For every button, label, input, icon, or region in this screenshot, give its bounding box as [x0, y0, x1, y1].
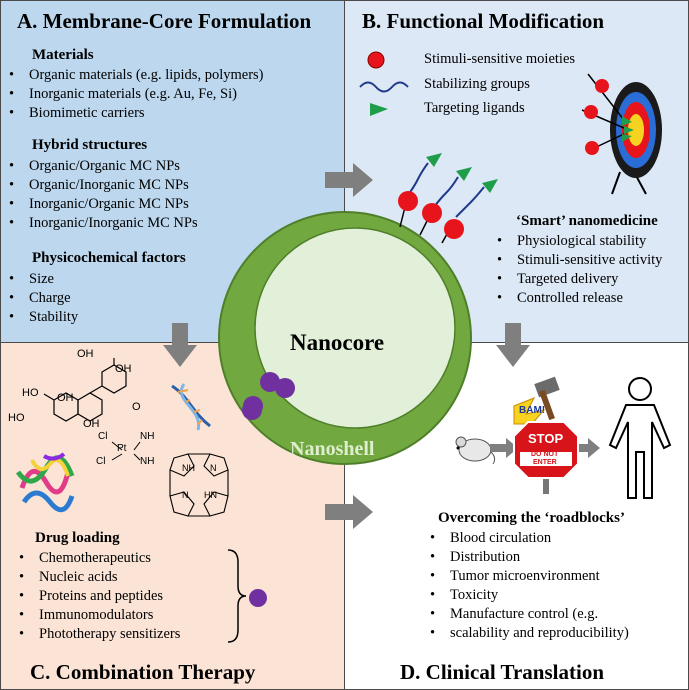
- molecule-label: Cl: [96, 456, 106, 467]
- list-item-continuation: scalability and reproducibility): [428, 624, 629, 643]
- legend-stabilizing-label: Stabilizing groups: [424, 76, 530, 92]
- nanocore-label: Nanocore: [290, 330, 385, 355]
- protein-ribbon-icon: [15, 452, 75, 513]
- list-item: Controlled release: [495, 289, 662, 308]
- drug-particle-icon: [275, 378, 295, 398]
- panel-b-title: B. Functional Modification: [362, 9, 605, 33]
- physico-list: Size Charge Stability: [7, 270, 78, 327]
- list-item: Stability: [7, 308, 78, 327]
- list-item: Inorganic/Organic MC NPs: [7, 195, 198, 214]
- nanoshell-label: Nanoshell: [290, 438, 375, 460]
- drug-loading-heading: Drug loading: [35, 530, 120, 546]
- continuation-text: scalability and reproducibility): [450, 625, 629, 641]
- molecule-label: HN: [204, 490, 217, 500]
- roadblock-stop-sign-icon: [513, 376, 579, 494]
- molecule-label: OH: [77, 348, 94, 360]
- molecule-label: NH: [182, 463, 195, 473]
- human-figure-icon: [608, 377, 672, 499]
- roadblocks-list: Blood circulation Distribution Tumor mic…: [428, 529, 629, 643]
- list-item: Size: [7, 270, 78, 289]
- molecule-label: HO: [8, 412, 25, 424]
- molecule-label: NH: [140, 431, 155, 442]
- molecule-label: N: [210, 463, 217, 473]
- list-item: Distribution: [428, 548, 629, 567]
- mouse-icon: [455, 436, 496, 465]
- list-item: Toxicity: [428, 586, 629, 605]
- physico-heading: Physicochemical factors: [32, 250, 186, 266]
- drug-particle-icon: [260, 372, 280, 392]
- arrow-a-to-c: [163, 323, 197, 367]
- list-item: Physiological stability: [495, 232, 662, 251]
- list-item: Proteins and peptides: [17, 587, 180, 606]
- list-item: Phototherapy sensitizers: [17, 625, 180, 644]
- list-item: Organic materials (e.g. lipids, polymers…: [7, 66, 264, 85]
- smart-list: Physiological stability Stimuli-sensitiv…: [495, 232, 662, 308]
- targeting-ligand-icon: [370, 103, 388, 116]
- flavonoid-molecule-icon: [43, 358, 127, 422]
- panel-c-title: C. Combination Therapy: [30, 660, 256, 684]
- list-item: Inorganic materials (e.g. Au, Fe, Si): [7, 85, 264, 104]
- list-item: Nucleic acids: [17, 568, 180, 587]
- list-item: Organic/Organic MC NPs: [7, 157, 198, 176]
- molecule-label: Pt: [117, 443, 127, 454]
- arrow-c-to-d: [325, 495, 373, 529]
- molecule-label: N: [182, 490, 189, 500]
- sign-bam: BAM!: [519, 405, 546, 416]
- nanoparticle-diagram: [218, 211, 472, 465]
- list-item: Blood circulation: [428, 529, 629, 548]
- drug-icon: [249, 589, 267, 607]
- materials-list: Organic materials (e.g. lipids, polymers…: [7, 66, 264, 123]
- arrow-to-human: [572, 438, 600, 458]
- modification-legend-icons: [359, 51, 409, 116]
- molecule-label: O: [132, 401, 141, 413]
- arrow-to-sign: [490, 438, 518, 458]
- molecule-label: NH: [140, 456, 155, 467]
- panel-a-title: A. Membrane-Core Formulation: [17, 9, 312, 33]
- surface-modifications-icon: [398, 153, 498, 244]
- drug-loading-brace: [227, 549, 267, 643]
- list-item: Chemotherapeutics: [17, 549, 180, 568]
- cisplatin-molecule-icon: [111, 441, 141, 461]
- list-item: Tumor microenvironment: [428, 567, 629, 586]
- molecule-label: OH: [83, 418, 100, 430]
- list-item: Stimuli-sensitive activity: [495, 251, 662, 270]
- molecule-label: Cl: [98, 431, 108, 442]
- dna-helix-icon: [171, 383, 211, 431]
- drug-loading-list: Chemotherapeutics Nucleic acids Proteins…: [17, 549, 180, 644]
- drug-particle-icon: [242, 400, 262, 420]
- arrow-a-to-b: [325, 163, 373, 197]
- smart-heading: ‘Smart’ nanomedicine: [516, 213, 658, 229]
- materials-heading: Materials: [32, 47, 94, 63]
- molecule-label: OH: [57, 392, 74, 404]
- list-item: Inorganic/Inorganic MC NPs: [7, 214, 198, 233]
- target-bullseye-icon: [581, 73, 662, 195]
- sign-stop: STOP: [528, 431, 564, 446]
- roadblocks-heading: Overcoming the ‘roadblocks’: [438, 510, 625, 526]
- sign-enter: ENTER: [533, 459, 557, 466]
- stimuli-moiety-icon: [367, 51, 385, 69]
- list-item: Targeted delivery: [495, 270, 662, 289]
- list-item: Biomimetic carriers: [7, 104, 264, 123]
- hybrid-list: Organic/Organic MC NPs Organic/Inorganic…: [7, 157, 198, 233]
- molecule-label: OH: [115, 363, 132, 375]
- nanocore-circle: [254, 227, 456, 429]
- list-item: Organic/Inorganic MC NPs: [7, 176, 198, 195]
- panel-d-title: D. Clinical Translation: [400, 660, 605, 684]
- arrow-b-to-d: [496, 323, 530, 367]
- list-item: Charge: [7, 289, 78, 308]
- hybrid-heading: Hybrid structures: [32, 137, 148, 153]
- list-item: Manufacture control (e.g.: [428, 605, 629, 624]
- legend-stimuli-label: Stimuli-sensitive moieties: [424, 51, 576, 67]
- stabilizing-group-icon: [359, 81, 409, 93]
- porphyrin-molecule-icon: [169, 453, 229, 517]
- sign-do-not: DO NOT: [531, 451, 559, 458]
- legend-targeting-label: Targeting ligands: [424, 100, 525, 116]
- molecule-label: HO: [22, 387, 39, 399]
- list-item: Immunomodulators: [17, 606, 180, 625]
